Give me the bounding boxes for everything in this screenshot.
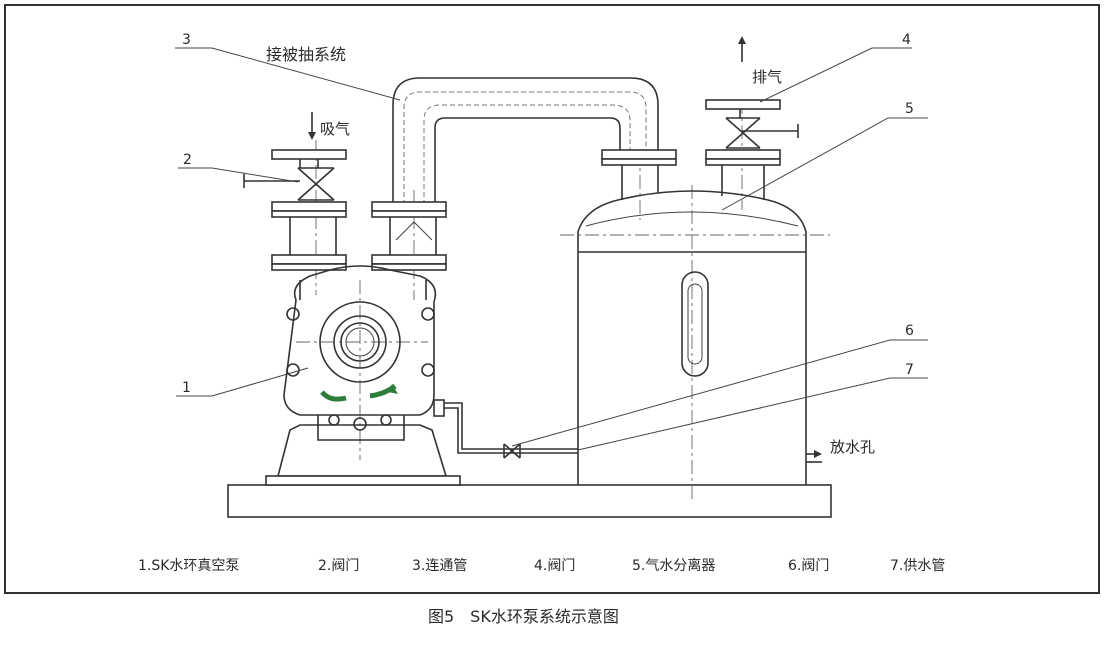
vacuum-pump xyxy=(283,265,445,441)
callout-2: 2 xyxy=(183,152,192,168)
callout-3: 3 xyxy=(182,32,191,48)
callout-leaders xyxy=(175,47,928,451)
pump-support xyxy=(265,424,461,486)
legend-item-7: 7.供水管 xyxy=(890,558,945,574)
drain-arrow xyxy=(806,450,822,458)
callout-7: 7 xyxy=(905,362,914,378)
legend-item-2: 2.阀门 xyxy=(318,558,359,574)
callout-5: 5 xyxy=(905,101,914,117)
callout-6: 6 xyxy=(905,323,914,339)
exhaust-arrow xyxy=(738,36,746,62)
exhaust-valve xyxy=(705,99,799,200)
legend-item-1: 1.SK水环真空泵 xyxy=(138,558,239,574)
drain-label: 放水孔 xyxy=(830,438,875,456)
separator-tank xyxy=(577,190,822,485)
figure-caption: 图5 SK水环泵系统示意图 xyxy=(428,607,619,626)
callout-4: 4 xyxy=(902,32,911,48)
separator-inlet-nozzle xyxy=(601,149,677,200)
legend-item-3: 3.连通管 xyxy=(412,558,467,574)
intake-label: 吸气 xyxy=(320,120,350,138)
legend: 1.SK水环真空泵 2.阀门 3.连通管 4.阀门 5.气水分离器 6.阀门 7… xyxy=(138,557,945,574)
legend-item-6: 6.阀门 xyxy=(788,558,829,574)
connecting-pipe xyxy=(392,77,659,210)
callout-1: 1 xyxy=(182,380,191,396)
base-platform xyxy=(227,484,832,518)
intake-arrow xyxy=(308,112,316,140)
legend-item-4: 4.阀门 xyxy=(534,558,575,574)
exhaust-label: 排气 xyxy=(752,68,782,86)
intake-valve xyxy=(243,149,347,271)
connect-system-label: 接被抽系统 xyxy=(266,45,346,64)
supply-valve xyxy=(503,443,521,459)
legend-item-5: 5.气水分离器 xyxy=(632,557,715,574)
